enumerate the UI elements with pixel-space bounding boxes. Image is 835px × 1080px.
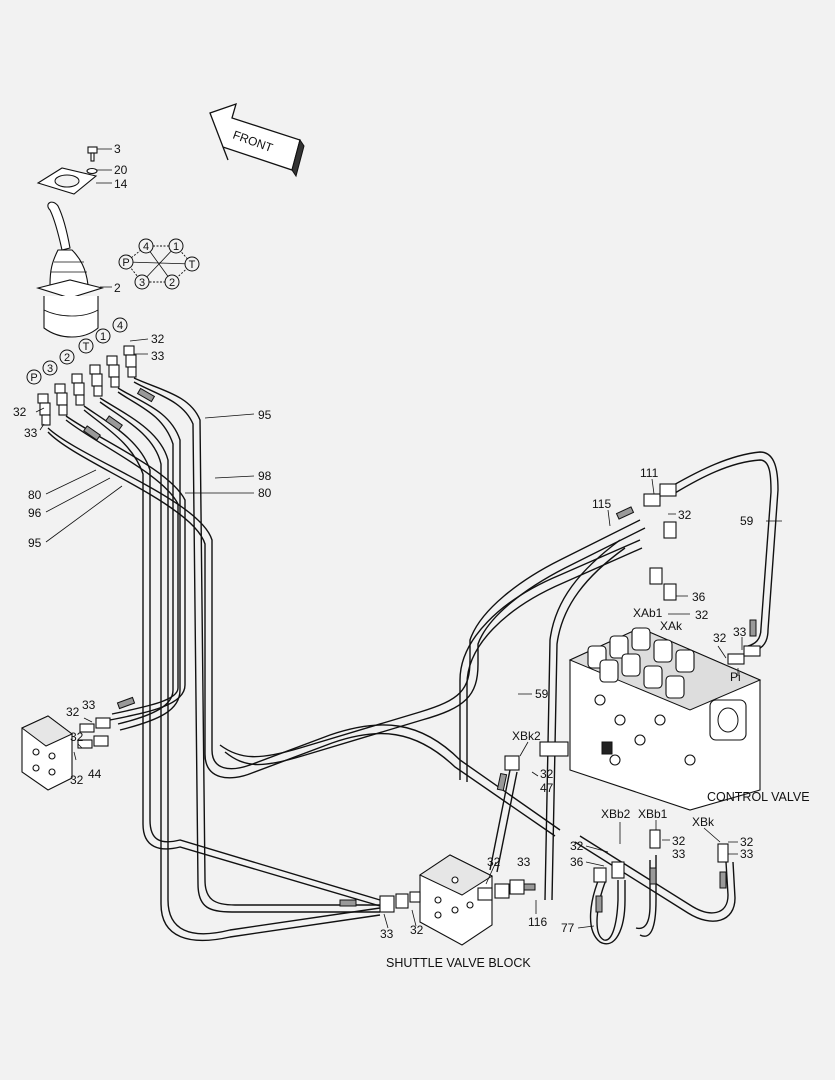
callout-32: 32 <box>487 855 501 869</box>
pattern-circle: 1 <box>173 241 179 253</box>
callout-47: 47 <box>540 781 554 795</box>
callout-32: 32 <box>713 631 727 645</box>
callout-33: 33 <box>82 698 96 712</box>
callout-59: 59 <box>535 687 549 701</box>
callout-32: 32 <box>570 839 584 853</box>
callout-14: 14 <box>114 177 128 191</box>
front-arrow: FRONT <box>209 102 305 178</box>
callout-20: 20 <box>114 163 128 177</box>
control-valve-fittings <box>504 483 761 883</box>
callout-32: 32 <box>695 608 709 622</box>
port-pattern: 4 1 P T 3 2 <box>118 238 200 290</box>
callout-pi: Pi <box>730 670 741 684</box>
callout-44: 44 <box>88 767 102 781</box>
pattern-circle: 4 <box>143 241 149 253</box>
callout-95: 95 <box>258 408 272 422</box>
port-circle-4: 4 <box>117 320 123 332</box>
callout-xbk2: XBk2 <box>512 729 541 743</box>
pattern-circle: 2 <box>169 277 175 289</box>
callout-77: 77 <box>561 921 575 935</box>
callout-32: 32 <box>70 730 84 744</box>
pilot-valve-joystick <box>35 201 105 338</box>
callout-xbk: XBk <box>692 815 715 829</box>
callout-96: 96 <box>28 506 42 520</box>
callout-32: 32 <box>540 767 554 781</box>
callout-36: 36 <box>692 590 706 604</box>
callout-32: 32 <box>740 835 754 849</box>
pilot-valve-mount <box>36 146 98 195</box>
left-manifold-block <box>21 715 111 791</box>
callouts: 3 20 14 2 32 33 32 33 95 98 80 80 96 95 … <box>13 142 754 941</box>
callout-32: 32 <box>672 834 686 848</box>
callout-xbb2: XBb2 <box>601 807 631 821</box>
shuttle-valve-block-caption: SHUTTLE VALVE BLOCK <box>386 956 531 970</box>
callout-116: 116 <box>528 915 547 929</box>
control-valve-caption: CONTROL VALVE <box>707 790 810 804</box>
shuttle-valve-block <box>379 854 525 946</box>
callout-98: 98 <box>258 469 272 483</box>
callout-80: 80 <box>258 486 272 500</box>
callout-33: 33 <box>24 426 38 440</box>
callout-32: 32 <box>13 405 27 419</box>
port-circle-1: 1 <box>100 331 106 343</box>
callout-32: 32 <box>151 332 165 346</box>
port-circle-3: 3 <box>47 363 53 375</box>
callout-32: 32 <box>70 773 84 787</box>
callout-33: 33 <box>380 927 394 941</box>
callout-33: 33 <box>672 847 686 861</box>
callout-33: 33 <box>517 855 531 869</box>
pattern-circle: P <box>122 257 129 269</box>
callout-95: 95 <box>28 536 42 550</box>
callout-115: 115 <box>592 497 611 511</box>
control-valve <box>539 627 762 811</box>
callout-111: 111 <box>640 466 659 480</box>
callout-33: 33 <box>151 349 165 363</box>
port-circle-p: P <box>30 372 37 384</box>
leader-lines <box>35 148 782 929</box>
pattern-circle: 3 <box>139 277 145 289</box>
callout-80: 80 <box>28 488 42 502</box>
callout-xbb1: XBb1 <box>638 807 668 821</box>
pilot-fittings <box>37 345 137 426</box>
callout-32: 32 <box>410 923 424 937</box>
pattern-circle: T <box>189 259 196 271</box>
port-labels: P 3 2 T 1 4 <box>26 317 128 385</box>
callout-32: 32 <box>678 508 692 522</box>
port-circle-2: 2 <box>64 352 70 364</box>
callout-2: 2 <box>114 281 121 295</box>
callout-3: 3 <box>114 142 121 156</box>
callout-33: 33 <box>740 847 754 861</box>
callout-36: 36 <box>570 855 584 869</box>
callout-32: 32 <box>66 705 80 719</box>
callout-xak: XAk <box>660 619 683 633</box>
callout-59: 59 <box>740 514 754 528</box>
callout-33: 33 <box>733 625 747 639</box>
callout-xab1: XAb1 <box>633 606 663 620</box>
port-circle-t: T <box>83 341 90 353</box>
